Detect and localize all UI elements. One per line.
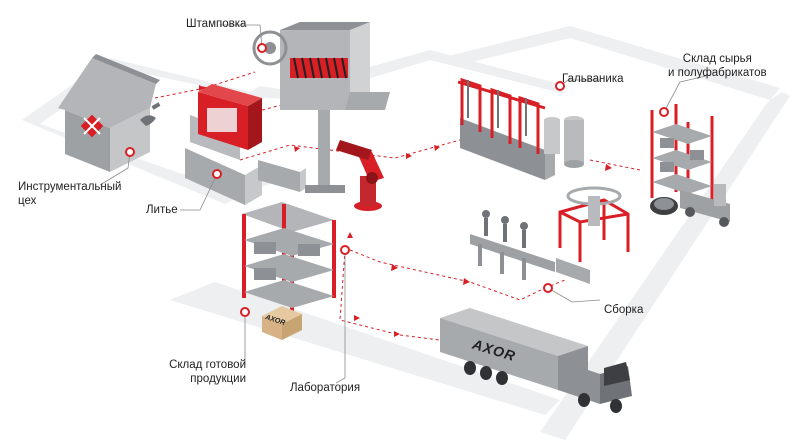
tool-shop-building	[58, 54, 161, 172]
label-galvanics-text: Гальваника	[562, 73, 624, 85]
stamping-press	[252, 22, 390, 193]
label-assembly: Сборка	[604, 303, 643, 317]
label-stamping-text: Штамповка	[186, 18, 247, 30]
label-tool-shop-line2: цех	[18, 195, 37, 207]
label-raw-warehouse-line2: и полуфабрикатов	[668, 67, 767, 79]
label-finished-goods-line1: Склад готовой	[169, 359, 246, 371]
robot-arm	[336, 140, 384, 211]
label-laboratory: Лаборатория	[290, 381, 360, 395]
label-raw-warehouse: Склад сырья и полуфабрикатов	[668, 52, 767, 80]
axor-truck	[440, 308, 632, 413]
label-galvanics: Гальваника	[562, 72, 624, 86]
raw-materials-warehouse	[650, 104, 730, 227]
label-laboratory-text: Лаборатория	[290, 382, 361, 394]
axor-box	[262, 306, 302, 340]
label-tool-shop-line1: Инструментальный	[18, 181, 122, 193]
tool-shop-tools-icon	[80, 114, 104, 138]
label-tool-shop: Инструментальный цех	[18, 180, 121, 208]
label-stamping: Штамповка	[186, 17, 246, 31]
label-casting: Литье	[146, 203, 178, 217]
assembly-line	[470, 186, 630, 284]
finished-goods-warehouse	[242, 202, 336, 340]
galvanics-line	[457, 77, 584, 180]
label-finished-goods: Склад готовой продукции	[162, 358, 246, 386]
label-casting-text: Литье	[146, 204, 178, 216]
label-finished-goods-line2: продукции	[190, 373, 246, 385]
label-assembly-text: Сборка	[604, 304, 644, 316]
label-markers	[125, 43, 669, 317]
label-raw-warehouse-line1: Склад сырья	[682, 53, 752, 65]
